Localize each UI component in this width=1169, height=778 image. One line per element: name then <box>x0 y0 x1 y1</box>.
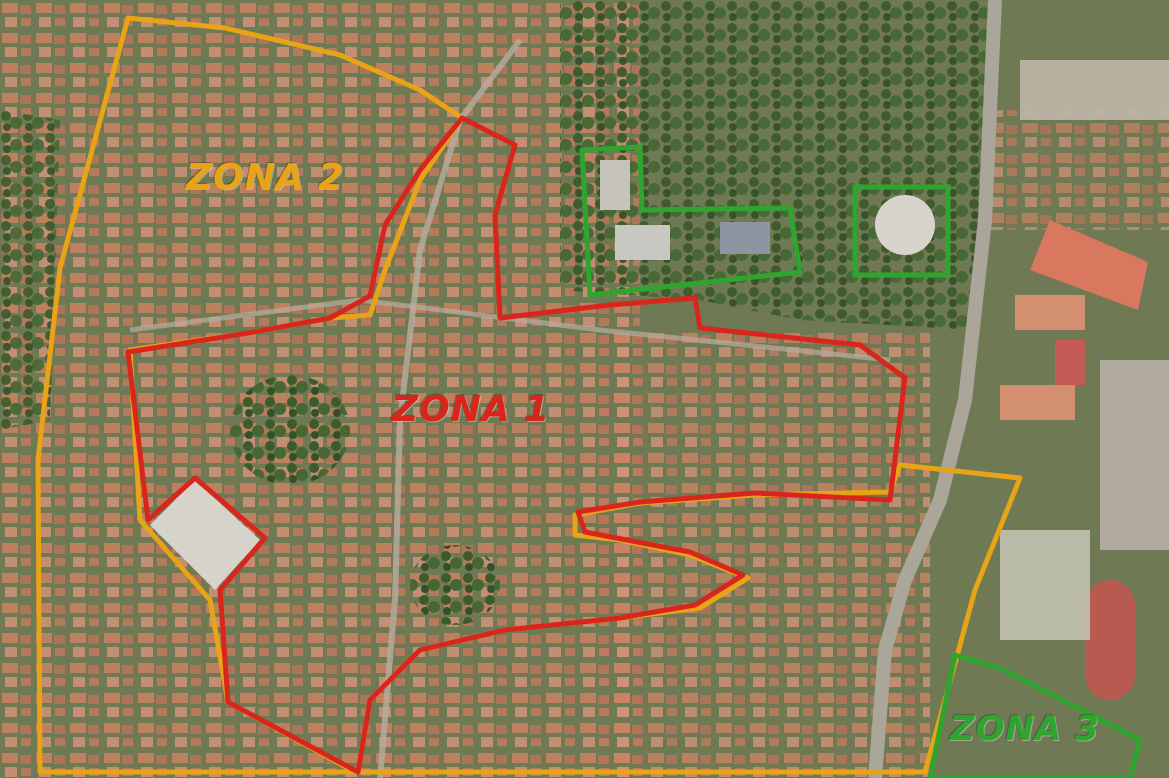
parking-lot <box>1020 60 1169 120</box>
zone-3-boundary-east <box>852 184 951 278</box>
sports-hall-roof <box>1030 220 1148 310</box>
round-building <box>875 195 935 255</box>
east-building <box>1015 295 1085 330</box>
running-track <box>1085 580 1135 700</box>
east-plaza <box>1100 360 1169 550</box>
zone-2-label: ZONA 2 <box>186 157 345 198</box>
town-road-2 <box>129 297 891 363</box>
main-road <box>868 0 1002 778</box>
east-building-3 <box>1055 340 1085 385</box>
open-field <box>1000 530 1090 640</box>
west-woodland <box>0 110 60 430</box>
east-building-2 <box>1000 385 1075 420</box>
grey-roof-3 <box>600 160 630 210</box>
zone-1-boundary <box>125 115 908 775</box>
town-road <box>377 38 523 778</box>
zone-3-boundary-north <box>579 144 803 298</box>
garden-patch-south <box>410 545 500 625</box>
zone-3-boundary-south <box>927 652 1143 778</box>
school-building <box>150 480 260 590</box>
grey-roof-1 <box>615 225 670 260</box>
urban-area-east <box>990 110 1169 230</box>
grey-roof-2 <box>720 222 770 254</box>
zone-1-label: ZONA 1 <box>392 389 551 430</box>
garden-patch <box>230 375 350 485</box>
zone-3-label: ZONA 3 <box>950 709 1100 749</box>
